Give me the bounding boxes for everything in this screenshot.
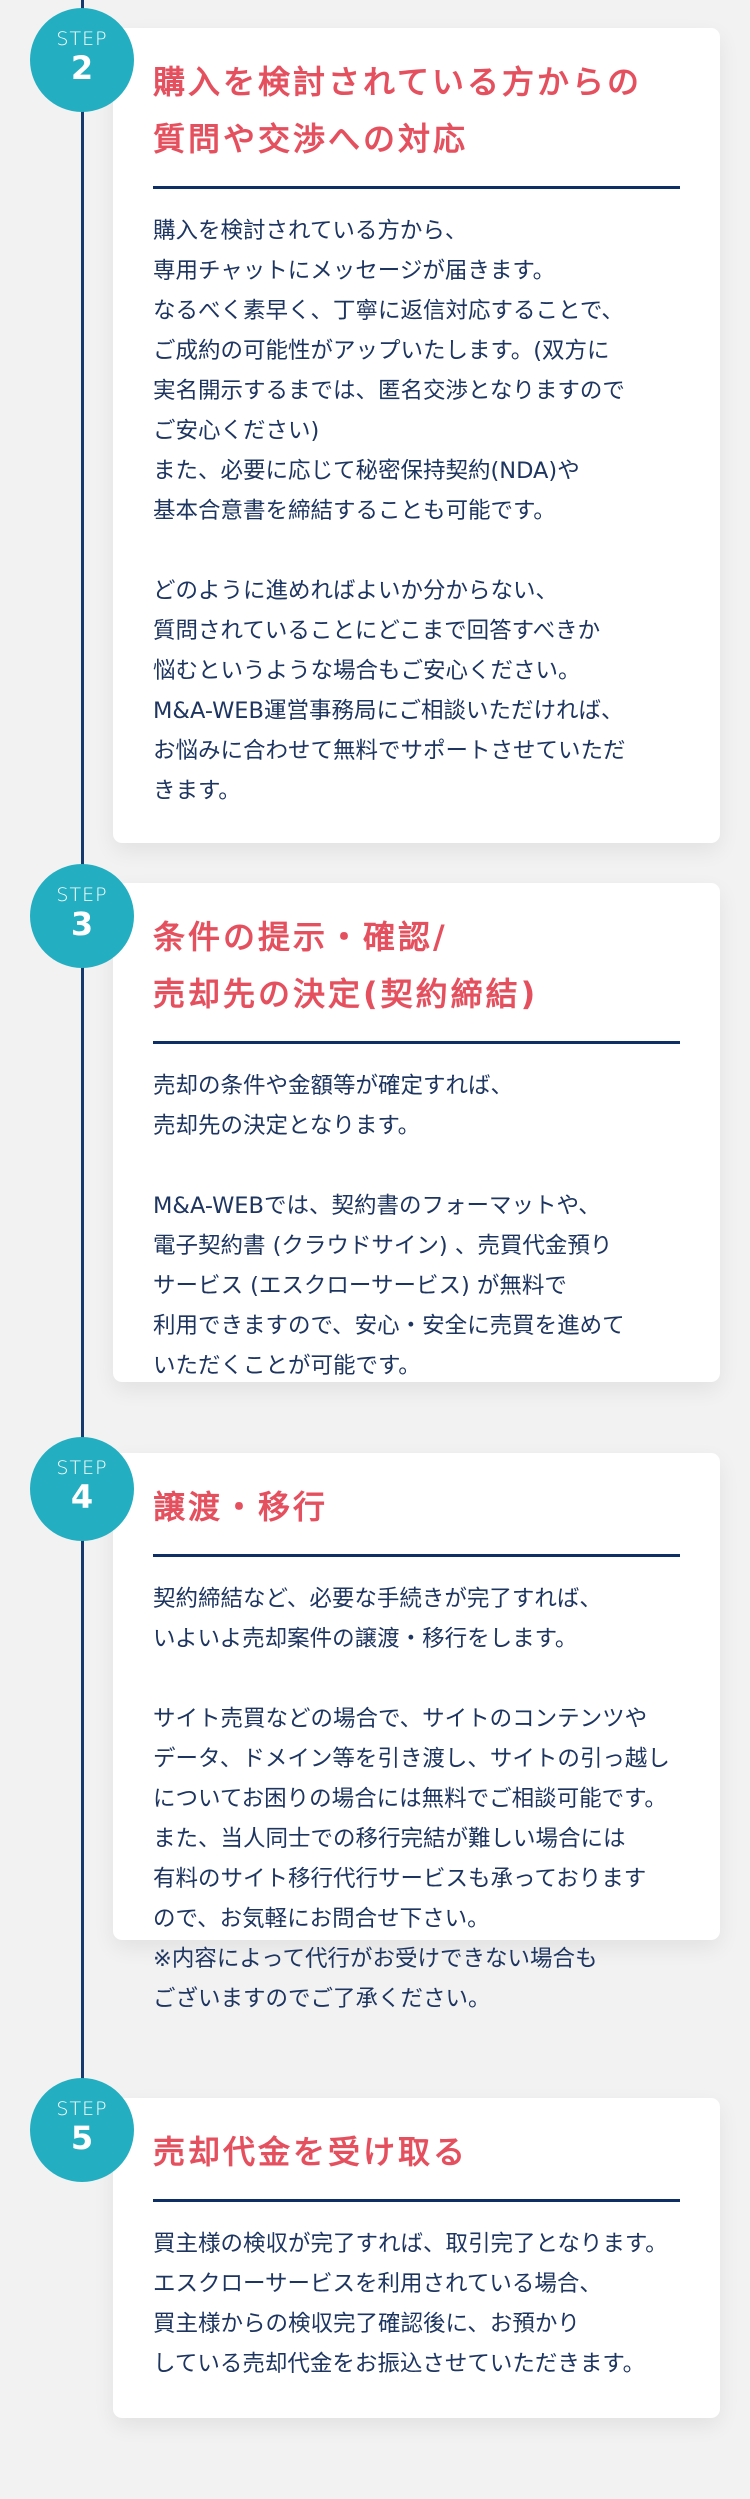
step-card: 譲渡・移行契約締結など、必要な手続きが完了すれば、いよいよ売却案件の譲渡・移行を… [113, 1453, 720, 2012]
step-title-line: 条件の提示・確認/ [153, 918, 448, 956]
description-line: 質問されていることにどこまで回答すべきか [153, 618, 601, 644]
description-line: いただくことが可能です。 [153, 1353, 421, 1379]
title-divider [153, 1041, 680, 1044]
step-description: 購入を検討されている方から、専用チャットにメッセージが届きます。なるべく素早く、… [153, 211, 680, 811]
description-line: 買主様の検収が完了すれば、取引完了となります。 [153, 2231, 668, 2257]
description-line: 売却の条件や金額等が確定すれば、 [153, 1073, 514, 1099]
step-label: STEP [56, 884, 108, 906]
description-line: ございますのでご了承ください。 [153, 1986, 491, 2012]
step-number: 4 [70, 1478, 94, 1516]
description-line: ご成約の可能性がアップいたします。(双方に [153, 338, 610, 364]
description-line: ※内容によって代行がお受けできない場合も [153, 1946, 598, 1972]
step-title-line: 質問や交渉への対応 [153, 120, 469, 158]
description-line: エスクローサービスを利用されている場合、 [153, 2271, 602, 2297]
description-line: また、必要に応じて秘密保持契約(NDA)や [153, 458, 580, 484]
title-divider [153, 1554, 680, 1557]
step-card: 購入を検討されている方からの質問や交渉への対応購入を検討されている方から、専用チ… [113, 28, 720, 843]
title-divider [153, 2199, 680, 2202]
description-line: 実名開示するまでは、匿名交渉となりますので [153, 378, 625, 404]
description-line: 契約締結など、必要な手続きが完了すれば、 [153, 1586, 602, 1612]
step-title-line: 売却先の決定(契約締結) [153, 975, 539, 1013]
description-line: 買主様からの検収完了確認後に、お預かり [153, 2311, 580, 2337]
step-title: 譲渡・移行 [153, 1479, 680, 1536]
description-line: 電子契約書 (クラウドサイン) 、売買代金預り [153, 1233, 613, 1259]
description-line: データ、ドメイン等を引き渡し、サイトの引っ越し [153, 1746, 670, 1772]
step-title: 売却代金を受け取る [153, 2124, 680, 2181]
description-line: 悩むというような場合もご安心ください。 [153, 658, 581, 684]
description-line: M&A-WEBでは、契約書のフォーマットや、 [153, 1193, 601, 1219]
description-line [153, 531, 680, 571]
step-card: 売却代金を受け取る買主様の検収が完了すれば、取引完了となります。エスクローサービ… [113, 2098, 720, 2418]
description-line: なるべく素早く、丁寧に返信対応することで、 [153, 298, 624, 324]
step-description: 買主様の検収が完了すれば、取引完了となります。エスクローサービスを利用されている… [153, 2224, 680, 2384]
step-label: STEP [56, 28, 108, 50]
step-label: STEP [56, 2098, 108, 2120]
step-label: STEP [56, 1457, 108, 1479]
step-number: 5 [70, 2119, 94, 2157]
description-line: M&A-WEB運営事務局にご相談いただければ、 [153, 698, 624, 724]
description-line: 有料のサイト移行代行サービスも承っております [153, 1866, 647, 1892]
title-divider [153, 186, 680, 189]
step-title-line: 譲渡・移行 [153, 1488, 329, 1526]
description-line: 利用できますので、安心・安全に売買を進めて [153, 1313, 625, 1339]
description-line: お悩みに合わせて無料でサポートさせていただ [153, 738, 626, 764]
timeline-line [81, 0, 84, 2090]
description-line: 専用チャットにメッセージが届きます。 [153, 258, 556, 284]
step-title: 購入を検討されている方からの質問や交渉への対応 [153, 54, 680, 168]
step-title: 条件の提示・確認/売却先の決定(契約締結) [153, 909, 680, 1023]
description-line: 売却先の決定となります。 [153, 1113, 421, 1139]
description-line: ご安心ください) [153, 418, 320, 444]
description-line [153, 1146, 680, 1186]
description-line [153, 1659, 680, 1699]
step-title-line: 売却代金を受け取る [153, 2133, 469, 2171]
description-line: 基本合意書を締結することも可能です。 [153, 498, 556, 524]
step-number: 2 [70, 49, 94, 87]
description-line: いよいよ売却案件の譲渡・移行をします。 [153, 1626, 578, 1652]
description-line: また、当人同士での移行完結が難しい場合には [153, 1826, 626, 1852]
description-line: 購入を検討されている方から、 [153, 218, 468, 244]
description-line: についてお困りの場合には無料でご相談可能です。 [153, 1786, 667, 1812]
description-line: している売却代金をお振込させていただきます。 [153, 2351, 646, 2377]
step-number: 3 [70, 905, 94, 943]
description-line: サイト売買などの場合で、サイトのコンテンツや [153, 1706, 648, 1732]
description-line: きます。 [153, 778, 241, 804]
step-description: 売却の条件や金額等が確定すれば、売却先の決定となります。 M&A-WEBでは、契約… [153, 1066, 680, 1386]
step-title-line: 購入を検討されている方からの [153, 63, 643, 101]
description-line: サービス (エスクローサービス) が無料で [153, 1273, 567, 1299]
description-line: ので、お気軽にお問合せ下さい。 [153, 1906, 490, 1932]
step-description: 契約締結など、必要な手続きが完了すれば、いよいよ売却案件の譲渡・移行をします。サ… [153, 1579, 680, 2019]
step-card: 条件の提示・確認/売却先の決定(契約締結)売却の条件や金額等が確定すれば、売却先… [113, 883, 720, 1382]
description-line: どのように進めればよいか分からない、 [153, 578, 559, 604]
